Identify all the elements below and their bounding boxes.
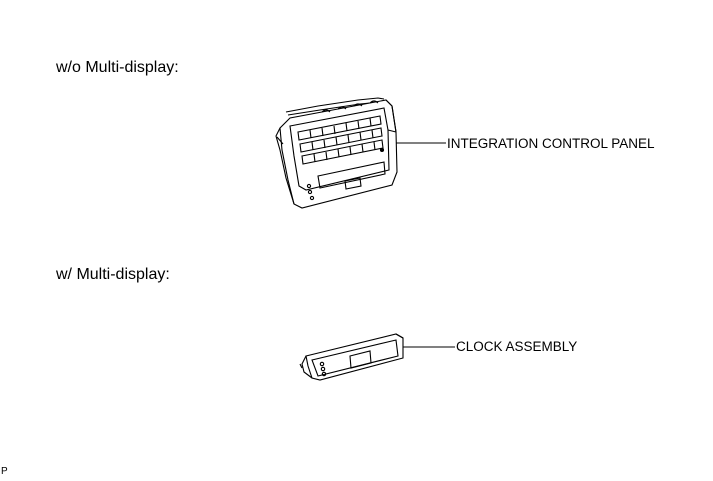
integration-control-panel-drawing xyxy=(275,97,398,209)
clock-assembly-drawing xyxy=(299,333,404,381)
heading-without-multi-display: w/o Multi-display: xyxy=(56,59,179,76)
figure-code: P xyxy=(1,466,8,477)
heading-with-multi-display: w/ Multi-display: xyxy=(56,266,170,283)
label-integration-control-panel: INTEGRATION CONTROL PANEL xyxy=(447,136,655,151)
label-clock-assembly: CLOCK ASSEMBLY xyxy=(456,339,578,354)
